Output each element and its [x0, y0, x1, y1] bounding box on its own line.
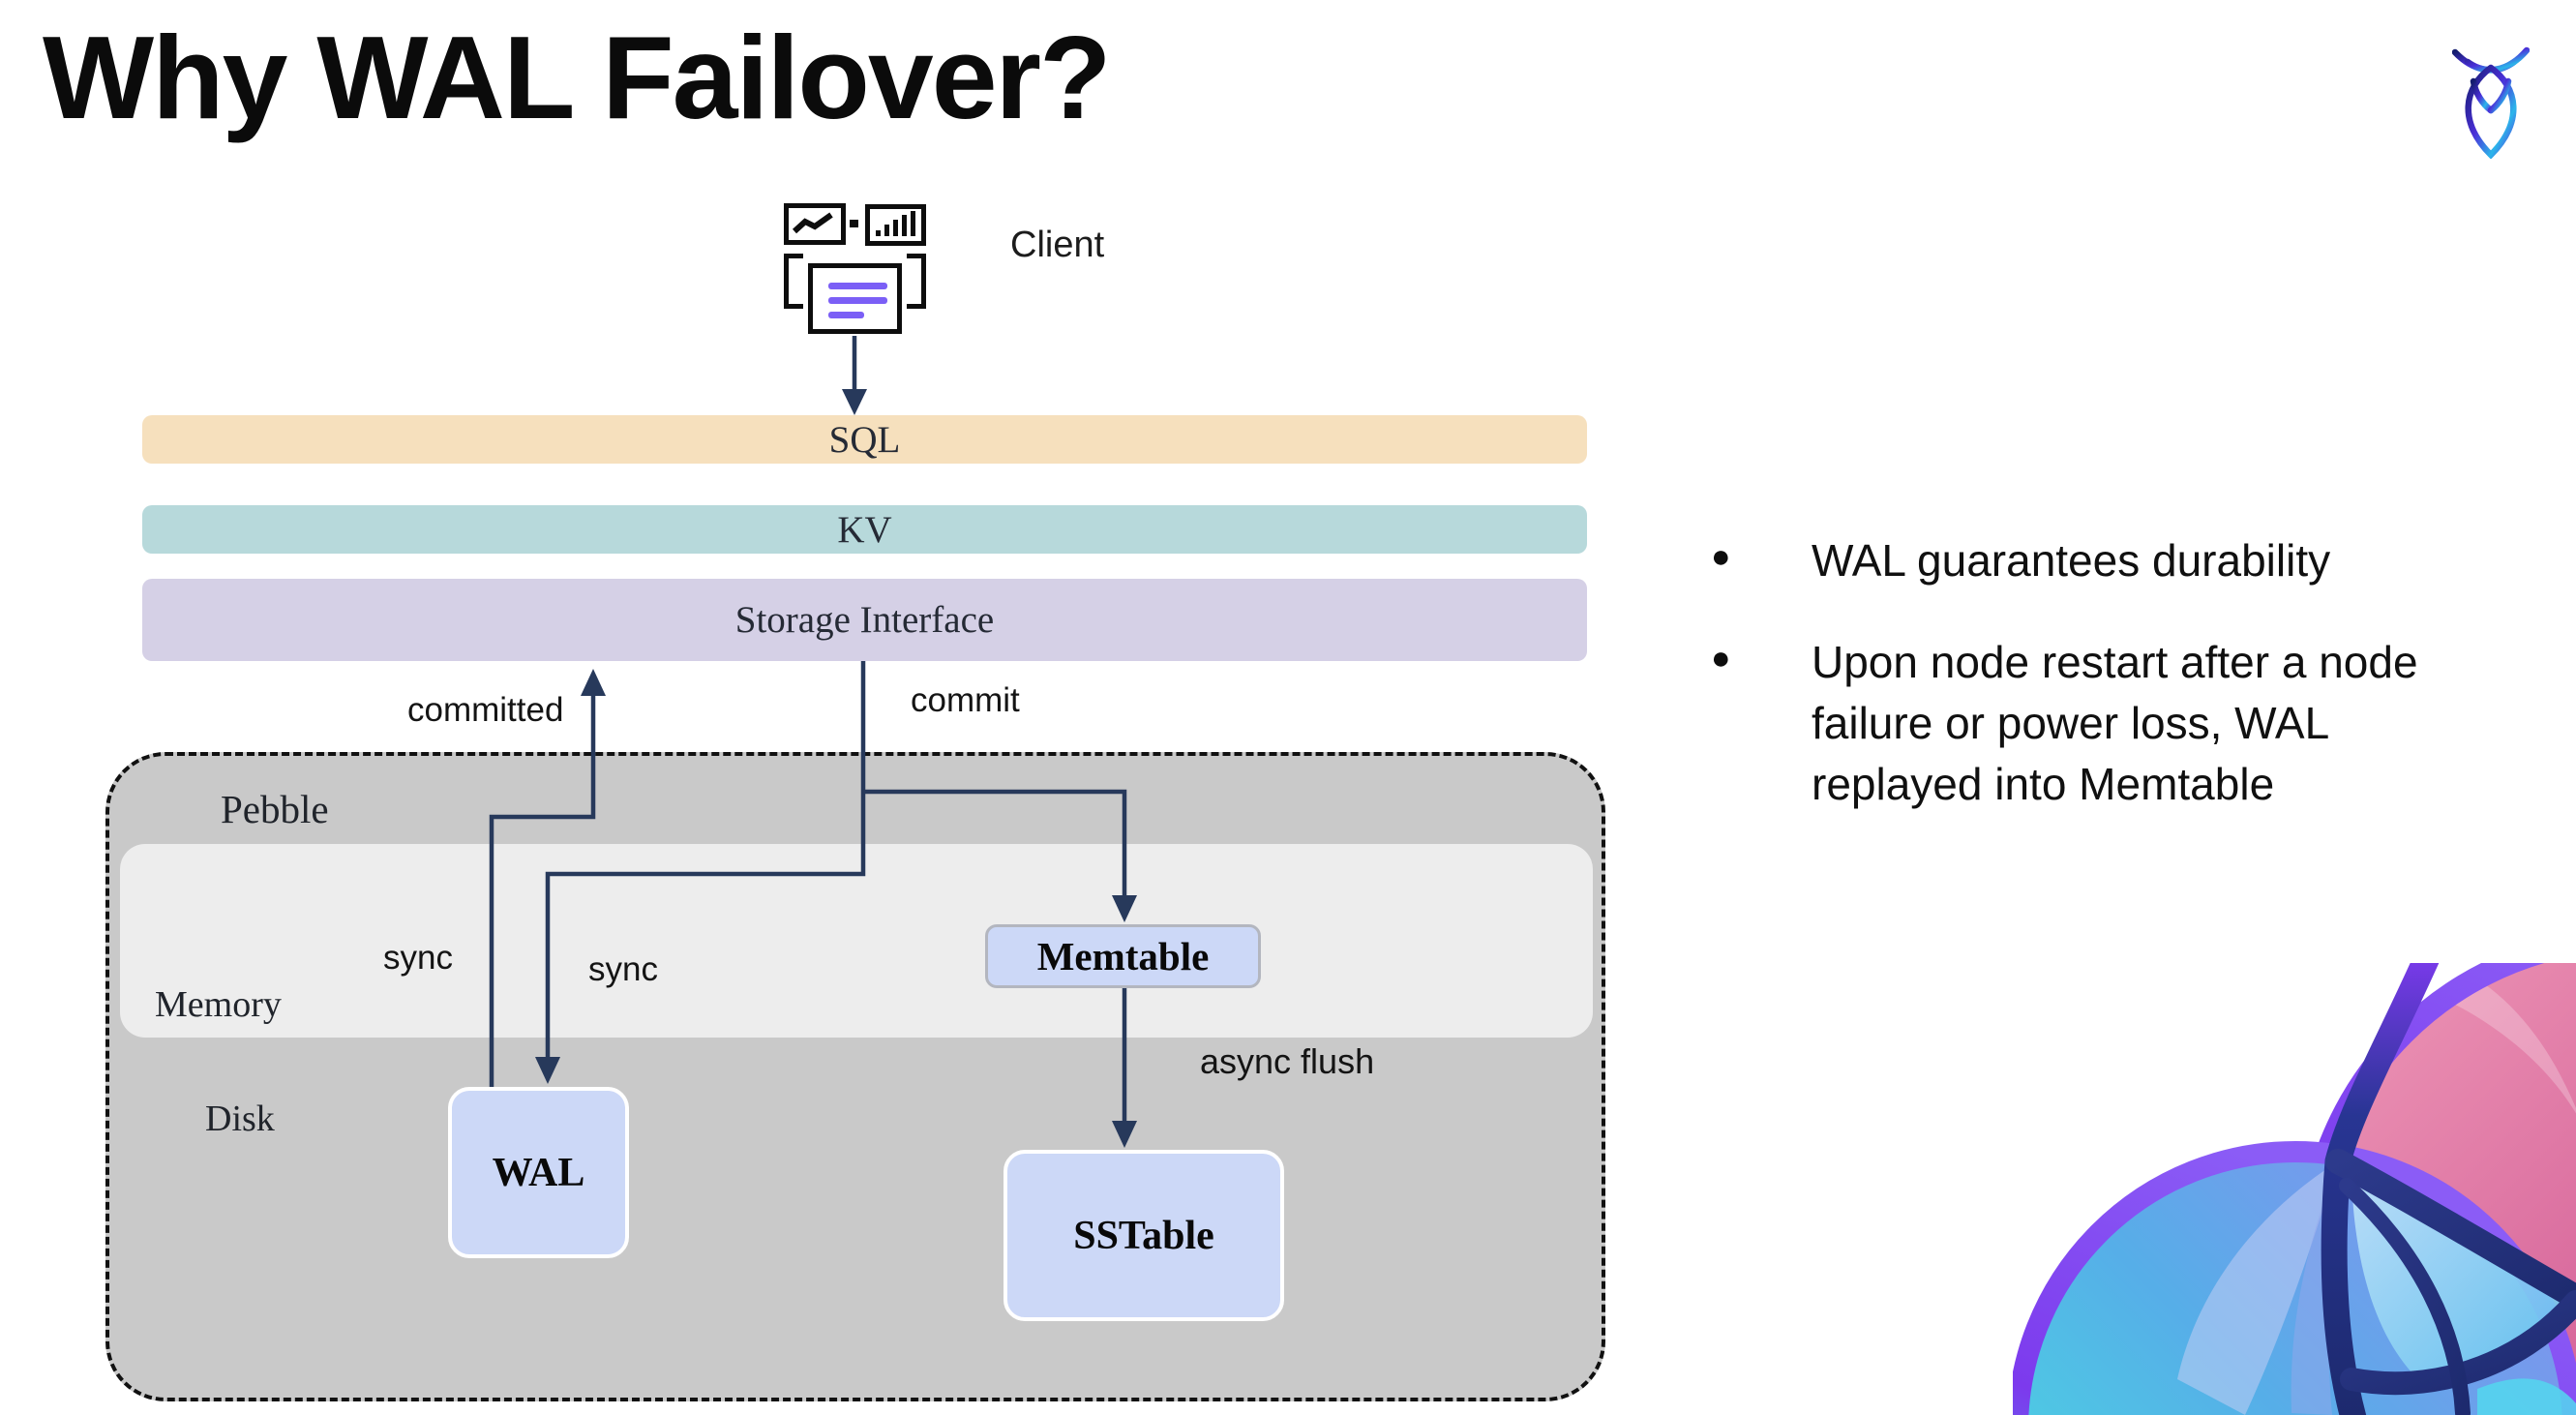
layer-label-sql: SQL — [828, 418, 901, 461]
edge-label-committed: committed — [407, 691, 564, 729]
dash-icon — [850, 220, 858, 227]
bracket-right-icon — [907, 254, 926, 309]
bullet-list: ● WAL guarantees durability ● Upon node … — [1711, 530, 2562, 856]
layer-bar-sql: SQL — [142, 415, 1587, 464]
document-line — [828, 312, 864, 318]
page-title: Why WAL Failover? — [43, 12, 1112, 143]
bullet-icon: ● — [1711, 538, 1731, 575]
bullet-text: WAL guarantees durability — [1812, 535, 2331, 586]
memory-zone — [120, 844, 1593, 1038]
layer-label-storage-interface: Storage Interface — [734, 599, 995, 641]
edge-label-async-flush: async flush — [1200, 1041, 1375, 1081]
client-label: Client — [1010, 225, 1105, 265]
list-item: ● Upon node restart after a node failure… — [1711, 632, 2562, 815]
layer-bar-storage-interface: Storage Interface — [142, 579, 1587, 661]
pebble-label: Pebble — [221, 787, 329, 831]
bullet-icon: ● — [1711, 640, 1731, 677]
memtable-node: Memtable — [985, 924, 1261, 988]
edge-label-sync-left: sync — [383, 939, 453, 977]
edge-label-commit: commit — [911, 681, 1020, 719]
document-icon — [808, 263, 902, 334]
brand-art — [2013, 963, 2576, 1415]
layer-label-kv: KV — [837, 508, 892, 551]
client-to-sql-arrowhead — [842, 389, 867, 415]
wal-node: WAL — [448, 1087, 629, 1258]
list-item: ● WAL guarantees durability — [1711, 530, 2562, 591]
document-line — [828, 297, 887, 304]
committed-arrowhead — [581, 669, 606, 696]
sstable-node: SSTable — [1003, 1150, 1284, 1321]
memtable-label: Memtable — [1036, 934, 1210, 978]
bar-chart-icon — [865, 204, 926, 246]
bracket-left-icon — [784, 254, 803, 309]
disk-label: Disk — [205, 1099, 275, 1139]
edge-label-sync-right: sync — [588, 950, 658, 988]
wal-label: WAL — [492, 1150, 585, 1195]
sstable-label: SSTable — [1073, 1213, 1214, 1258]
memory-label: Memory — [155, 984, 282, 1025]
layer-bar-kv: KV — [142, 505, 1587, 554]
document-line — [828, 283, 887, 289]
bullet-text: Upon node restart after a node failure o… — [1812, 637, 2418, 810]
cockroachdb-logo-icon — [2452, 46, 2530, 159]
line-chart-icon — [784, 203, 846, 245]
